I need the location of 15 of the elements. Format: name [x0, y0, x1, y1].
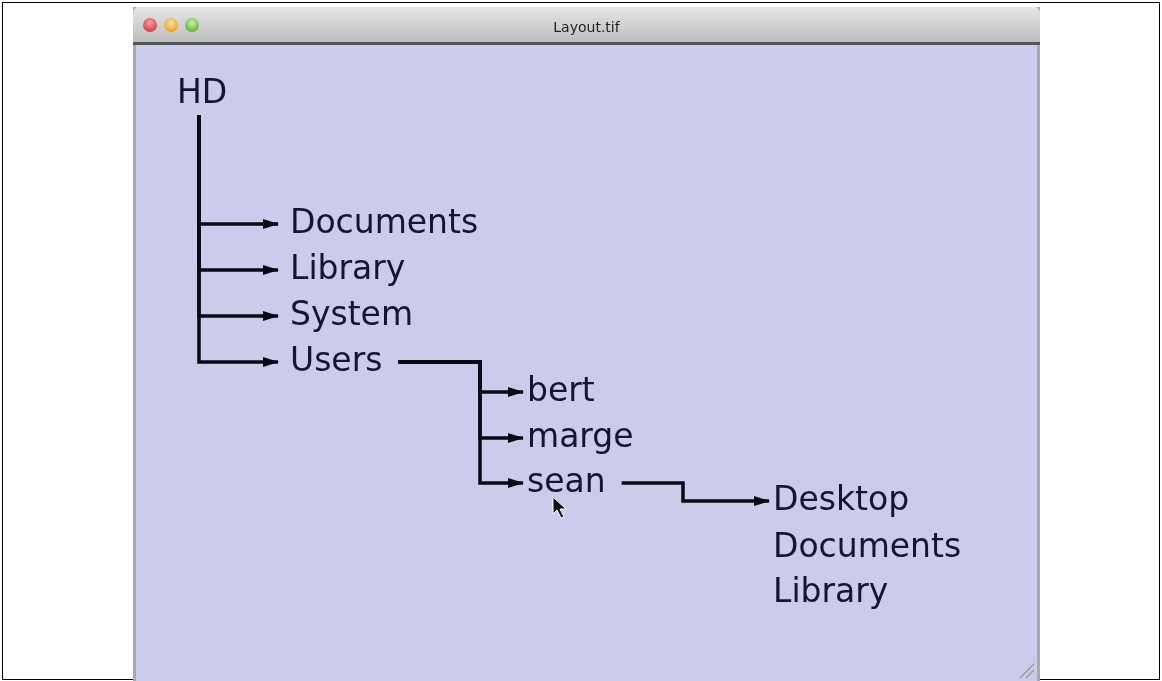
folder-label: Users — [290, 341, 383, 379]
folder-label: Library — [773, 572, 889, 610]
folder-label: bert — [527, 371, 595, 409]
folder-label: System — [290, 295, 414, 333]
arrow — [197, 115, 279, 367]
window-title: Layout.tif — [553, 19, 620, 35]
folder-label: Documents — [773, 527, 962, 565]
folder-label: sean — [527, 462, 606, 500]
arrow — [398, 360, 524, 488]
folder-label: Documents — [290, 203, 479, 241]
folder-label: Library — [290, 249, 406, 287]
arrow — [621, 481, 770, 506]
root-folder-label: HD — [177, 73, 228, 111]
folder-label: Desktop — [773, 480, 910, 518]
folder-label: marge — [527, 417, 634, 455]
